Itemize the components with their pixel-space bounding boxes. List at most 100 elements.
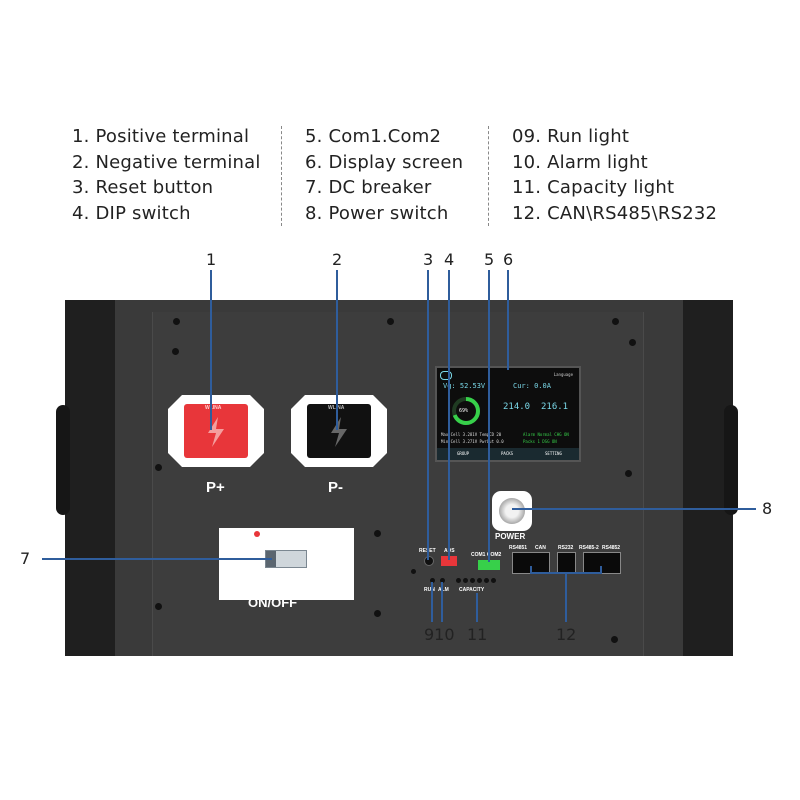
panel-screw <box>629 339 636 346</box>
capacity-light <box>463 578 468 583</box>
screen-row-2: Min.Cell 3.271V PwrOut 0.0 <box>441 439 504 444</box>
screen-soc: 69% <box>459 408 469 414</box>
alarm-light <box>440 578 445 583</box>
callout-line-12-h <box>530 572 602 574</box>
breaker-indicator-dot <box>254 531 260 537</box>
panel-screw <box>611 636 618 643</box>
run-light <box>430 578 435 583</box>
callout-8: 8 <box>762 499 773 518</box>
callout-line-9 <box>431 582 433 622</box>
legend-item-1: 1. Positive terminal <box>72 126 250 147</box>
legend-separator-2 <box>488 126 489 226</box>
callout-line-3 <box>427 270 429 560</box>
legend-item-7: 7. DC breaker <box>305 177 432 198</box>
panel-screw <box>387 318 394 325</box>
rs4852a-label: RS485-2 <box>579 545 599 551</box>
screen-voltage: Vg: 52.53V <box>443 382 486 390</box>
capacity-label: CAPACITY <box>459 587 485 593</box>
legend-item-8: 8. Power switch <box>305 202 449 224</box>
power-label: POWER <box>495 532 526 541</box>
legend-item-6: 6. Display screen <box>305 151 464 173</box>
rs4851-label: RS4851 <box>509 545 528 551</box>
screen-side-2: Packs 1 DSG ON <box>523 439 557 444</box>
screen-language: Language <box>553 372 573 377</box>
small-screw <box>411 569 416 574</box>
screen-logo-icon <box>440 371 452 380</box>
screen-row-1: Max.Cell 3.281V TempCD 20 <box>441 432 502 437</box>
screen-value-2: 216.1 <box>541 402 569 412</box>
panel-screw <box>172 348 179 355</box>
callout-line-8 <box>512 508 756 510</box>
callout-line-11 <box>476 593 478 622</box>
screen-value-1: 214.0 <box>503 402 531 412</box>
legend-col-1: 1. Positive terminal 2. Negative termina… <box>72 124 261 226</box>
positive-terminal[interactable] <box>168 395 264 467</box>
tab-setting[interactable]: SETTING <box>545 451 562 456</box>
rs232-label: RS232 <box>558 545 574 551</box>
legend-item-4: 4. DIP switch <box>72 202 191 224</box>
capacity-light <box>477 578 482 583</box>
panel-screw <box>374 530 381 537</box>
legend-item-5: 5. Com1.Com2 <box>305 126 442 147</box>
callout-7: 7 <box>20 549 31 568</box>
power-icon <box>499 498 525 524</box>
callout-line-10 <box>441 582 443 622</box>
callout-910: 910 <box>424 625 455 644</box>
negative-terminal[interactable] <box>291 395 387 467</box>
positive-brand: WLINA <box>205 405 222 411</box>
legend-item-3: 3. Reset button <box>72 177 214 198</box>
screen-side-1: Alarm Normal CHG ON <box>523 432 569 437</box>
callout-line-12-v <box>565 572 567 622</box>
callout-line-5 <box>488 270 490 562</box>
left-handle[interactable] <box>56 405 70 515</box>
port-rs485-2[interactable] <box>583 552 621 574</box>
positive-label: P+ <box>206 479 225 496</box>
legend-item-11: 11. Capacity light <box>512 177 675 198</box>
dip-switch[interactable] <box>441 556 457 566</box>
callout-line-12-l <box>530 566 532 573</box>
tab-packs[interactable]: PACKS <box>501 451 514 456</box>
negative-label: P- <box>328 479 343 496</box>
callout-6: 6 <box>503 250 514 269</box>
legend-item-9: 09. Run light <box>512 126 630 147</box>
alarm-label: ALM <box>438 587 449 593</box>
reset-button[interactable] <box>424 556 434 566</box>
panel-screw <box>374 610 381 617</box>
capacity-light <box>456 578 461 583</box>
legend-col-2: 5. Com1.Com2 6. Display screen 7. DC bre… <box>305 124 463 226</box>
callout-3: 3 <box>423 250 434 269</box>
callout-line-7 <box>42 558 272 560</box>
legend-separator-1 <box>281 126 282 226</box>
callout-line-6 <box>507 270 509 370</box>
panel-screw <box>155 603 162 610</box>
callout-5: 5 <box>484 250 495 269</box>
rs4852b-label: RS4852 <box>602 545 621 551</box>
callout-2: 2 <box>332 250 343 269</box>
port-rs232[interactable] <box>557 552 576 574</box>
com-label: COM1 COM2 <box>471 552 502 558</box>
callout-line-4 <box>448 270 450 560</box>
legend-col-3: 09. Run light 10. Alarm light 11. Capaci… <box>512 124 717 226</box>
tab-group[interactable]: GROUP <box>457 451 470 456</box>
callout-4: 4 <box>444 250 455 269</box>
panel-screw <box>155 464 162 471</box>
callout-12: 12 <box>556 625 577 644</box>
callout-line-1 <box>210 270 212 430</box>
screen-tabbar <box>437 448 579 460</box>
callout-line-12-r <box>600 566 602 573</box>
capacity-light <box>491 578 496 583</box>
callout-11: 11 <box>467 625 488 644</box>
right-handle[interactable] <box>724 405 738 515</box>
legend-item-12: 12. CAN\RS485\RS232 <box>512 202 718 224</box>
legend-item-10: 10. Alarm light <box>512 151 648 173</box>
front-panel <box>152 312 644 656</box>
capacity-light <box>484 578 489 583</box>
panel-screw <box>612 318 619 325</box>
screen-soc-ring <box>452 397 480 425</box>
panel-screw <box>625 470 632 477</box>
com-connector[interactable] <box>478 560 500 570</box>
display-screen[interactable]: Language Vg: 52.53V Cur: 0.0A 69% 214.0 … <box>435 366 581 462</box>
capacity-light <box>470 578 475 583</box>
can-label: CAN <box>535 545 546 551</box>
run-label: RUN <box>424 587 435 593</box>
